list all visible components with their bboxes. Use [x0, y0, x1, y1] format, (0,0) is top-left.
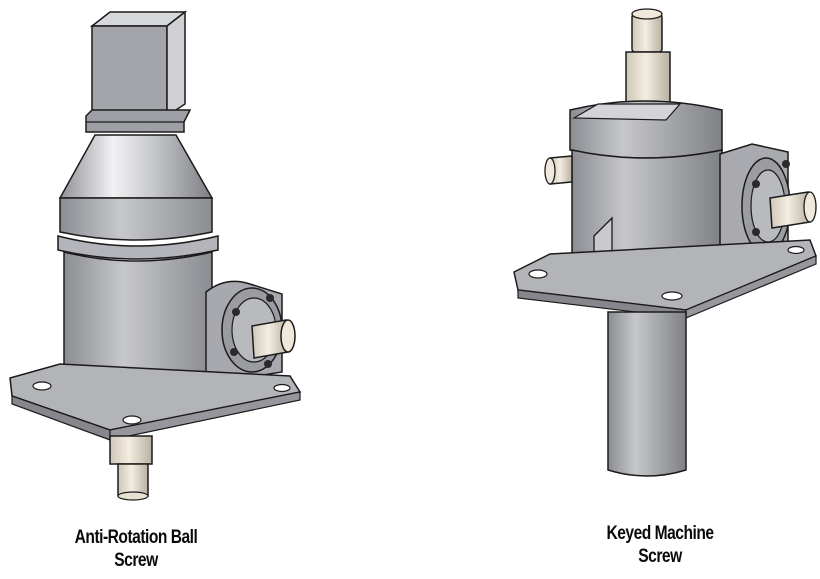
caption-anti-rotation-ball-screw: Anti-Rotation Ball Screw	[24, 526, 247, 572]
caption-line: Screw	[114, 550, 158, 571]
machine-screw-jack-icon	[513, 8, 817, 477]
caption-line: Screw	[638, 546, 682, 567]
caption-line: Anti-Rotation Ball	[74, 527, 198, 548]
caption-line: Keyed Machine	[606, 523, 714, 544]
caption-keyed-machine-screw: Keyed Machine Screw	[545, 522, 775, 568]
keyed-machine-screw-figure: Keyed Machine Screw	[490, 0, 820, 579]
anti-rotation-ball-screw-figure: Anti-Rotation Ball Screw	[0, 0, 340, 579]
ball-screw-jack-icon	[9, 10, 302, 501]
